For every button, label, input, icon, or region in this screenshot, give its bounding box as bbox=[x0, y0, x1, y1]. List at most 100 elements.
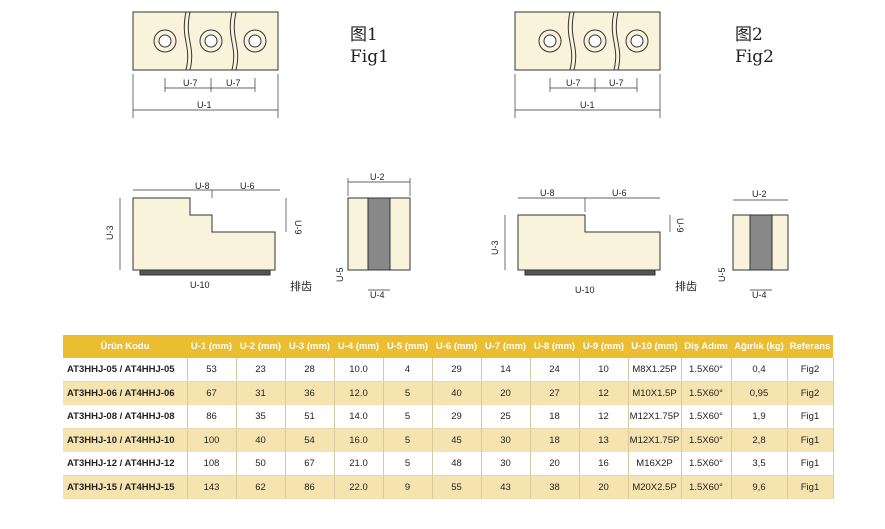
table-cell: 1.5X60° bbox=[681, 405, 732, 429]
column-header: U-6 (mm) bbox=[432, 335, 481, 358]
table-cell: Fig2 bbox=[787, 358, 834, 382]
product-code-cell: AT3HHJ-06 / AT4HHJ-06 bbox=[63, 381, 188, 405]
table-cell: 1.5X60° bbox=[681, 358, 732, 382]
table-cell: 16.0 bbox=[334, 428, 384, 452]
table-cell: 10 bbox=[579, 358, 629, 382]
fig2-u4-label: U-4 bbox=[752, 290, 767, 300]
table-cell: 23 bbox=[236, 358, 286, 382]
table-cell: 29 bbox=[432, 358, 482, 382]
table-cell: 1.5X60° bbox=[681, 428, 732, 452]
table-cell: M8X1.25P bbox=[628, 358, 682, 382]
table-cell: 31 bbox=[236, 381, 286, 405]
table-cell: 29 bbox=[432, 405, 482, 429]
table-cell: 67 bbox=[187, 381, 237, 405]
table-cell: 51 bbox=[285, 405, 335, 429]
table-cell: 2,8 bbox=[731, 428, 788, 452]
table-cell: 28 bbox=[285, 358, 335, 382]
fig1-top-view bbox=[132, 11, 279, 118]
table-cell: M16X2P bbox=[628, 452, 682, 476]
product-code-cell: AT3HHJ-10 / AT4HHJ-10 bbox=[63, 428, 188, 452]
table-cell: 14 bbox=[481, 358, 531, 382]
column-header: Diş Adımı bbox=[681, 335, 731, 358]
fig2-u9-label: U-9 bbox=[675, 218, 685, 233]
table-cell: 48 bbox=[432, 452, 482, 476]
column-header: U-2 (mm) bbox=[236, 335, 285, 358]
fig1-u5-label: U-5 bbox=[335, 267, 345, 282]
table-cell: M20X2.5P bbox=[628, 475, 682, 499]
table-cell: 9,6 bbox=[731, 475, 788, 499]
table-cell: 18 bbox=[530, 428, 580, 452]
fig1-u1-label: U-1 bbox=[197, 100, 212, 110]
fig2-u1-label: U-1 bbox=[580, 100, 595, 110]
table-cell: 1,9 bbox=[731, 405, 788, 429]
table-cell: 55 bbox=[432, 475, 482, 499]
table-cell: 20 bbox=[530, 452, 580, 476]
fig2-cn-label: 图2 bbox=[735, 25, 763, 45]
fig1-u9-label: U-9 bbox=[293, 220, 303, 235]
table-cell: 5 bbox=[383, 381, 433, 405]
table-cell: Fig1 bbox=[787, 452, 834, 476]
column-header: U-5 (mm) bbox=[383, 335, 432, 358]
table-cell: 30 bbox=[481, 452, 531, 476]
table-cell: Fig1 bbox=[787, 428, 834, 452]
table-cell: 43 bbox=[481, 475, 531, 499]
table-cell: 86 bbox=[187, 405, 237, 429]
table-cell: 1.5X60° bbox=[681, 475, 732, 499]
table-cell: 16 bbox=[579, 452, 629, 476]
table-cell: 24 bbox=[530, 358, 580, 382]
fig2-top-view bbox=[514, 11, 661, 118]
fig2-side-view bbox=[504, 197, 671, 276]
table-cell: 5 bbox=[383, 428, 433, 452]
column-header: U-8 (mm) bbox=[530, 335, 579, 358]
table-cell: 53 bbox=[187, 358, 237, 382]
product-code-cell: AT3HHJ-08 / AT4HHJ-08 bbox=[63, 405, 188, 429]
fig2-u7-label: U-7 bbox=[609, 78, 624, 88]
fig1-u8-label: U-8 bbox=[195, 181, 210, 191]
table-cell: 27 bbox=[530, 381, 580, 405]
column-header: Ağırlık (kg) bbox=[731, 335, 787, 358]
table-cell: 36 bbox=[285, 381, 335, 405]
table-cell: 1.5X60° bbox=[681, 452, 732, 476]
table-cell: 4 bbox=[383, 358, 433, 382]
table-cell: 67 bbox=[285, 452, 335, 476]
table-cell: 45 bbox=[432, 428, 482, 452]
table-cell: 50 bbox=[236, 452, 286, 476]
table-cell: 0,95 bbox=[731, 381, 788, 405]
fig2-end-view bbox=[732, 199, 789, 291]
fig2-u2-label: U-2 bbox=[752, 189, 767, 199]
fig2-u5-label: U-5 bbox=[717, 267, 727, 282]
fig1-u7-label: U-7 bbox=[183, 78, 198, 88]
table-cell: 9 bbox=[383, 475, 433, 499]
table-cell: 30 bbox=[481, 428, 531, 452]
table-cell: 25 bbox=[481, 405, 531, 429]
table-cell: 0,4 bbox=[731, 358, 788, 382]
table-cell: 12 bbox=[579, 405, 629, 429]
table-cell: 5 bbox=[383, 452, 433, 476]
table-cell: 40 bbox=[432, 381, 482, 405]
table-cell: 62 bbox=[236, 475, 286, 499]
table-cell: 3,5 bbox=[731, 452, 788, 476]
fig2-serration-label: 排齿 bbox=[675, 279, 697, 293]
table-cell: 5 bbox=[383, 405, 433, 429]
table-cell: M10X1.5P bbox=[628, 381, 682, 405]
fig1-u2-label: U-2 bbox=[370, 172, 385, 182]
table-cell: 20 bbox=[579, 475, 629, 499]
fig1-u4-label: U-4 bbox=[370, 290, 385, 300]
fig2-u3-label: U-3 bbox=[490, 240, 500, 255]
fig2-u8-label: U-8 bbox=[540, 188, 555, 198]
fig2-u6-label: U-6 bbox=[612, 188, 627, 198]
column-header: U-1 (mm) bbox=[187, 335, 236, 358]
column-header: U-10 (mm) bbox=[628, 335, 681, 358]
fig2-en-label: Fig2 bbox=[735, 47, 774, 67]
table-cell: 22.0 bbox=[334, 475, 384, 499]
table-cell: 38 bbox=[530, 475, 580, 499]
table-cell: 143 bbox=[187, 475, 237, 499]
table-cell: 21.0 bbox=[334, 452, 384, 476]
table-cell: 13 bbox=[579, 428, 629, 452]
